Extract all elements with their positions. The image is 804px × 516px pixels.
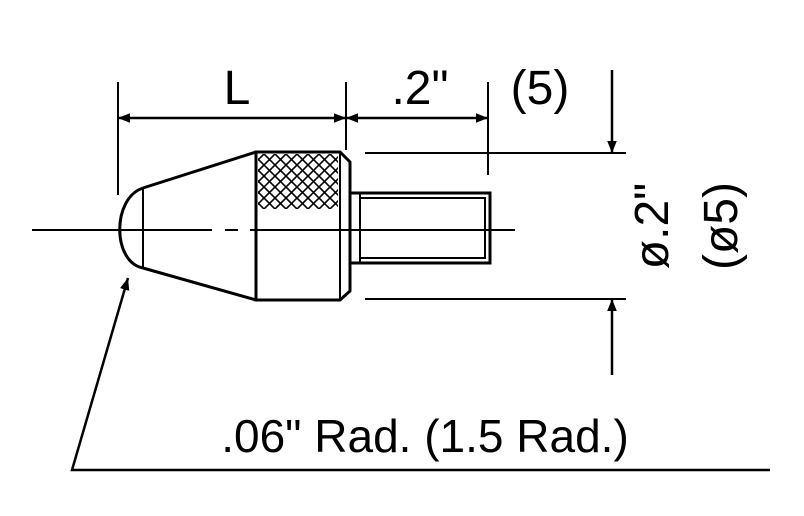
length-label: L (224, 62, 251, 115)
dimension-lines (70, 70, 770, 472)
radius-note: .06" Rad. (1.5 Rad.) (221, 410, 629, 462)
cone (142, 150, 257, 302)
stylus-body (118, 150, 492, 302)
rounded-tip (118, 186, 144, 270)
radius-leader-line (70, 277, 770, 472)
diameter-mm-label: (ø5) (695, 182, 748, 270)
thread-length-mm-label: (5) (511, 62, 570, 115)
threaded-shank (348, 191, 492, 265)
thread-length-inch-label: .2" (391, 62, 448, 115)
diameter-inch-label: ø.2" (626, 183, 679, 269)
extension-lines (117, 82, 626, 300)
knurl-pattern (258, 154, 338, 209)
